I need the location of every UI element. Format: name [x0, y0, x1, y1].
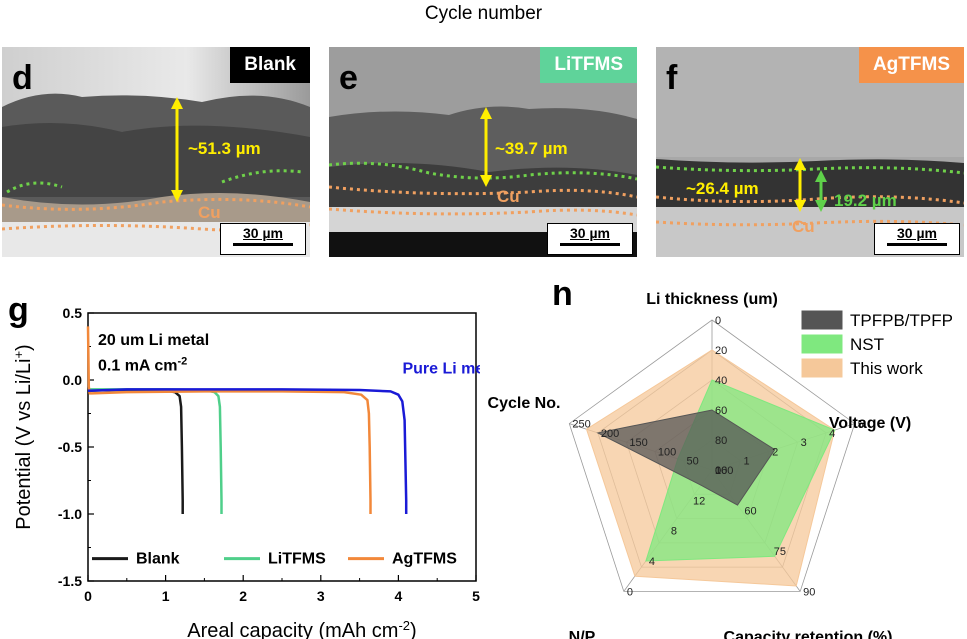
- x-tick-label: 3: [317, 588, 325, 604]
- panel-letter-f: f: [666, 59, 678, 97]
- radar-tick-label: 4: [829, 428, 835, 440]
- legend-swatch: [801, 358, 843, 378]
- measure-label-f2: 19.2 µm: [834, 191, 897, 210]
- radar-tick-label: 2: [772, 446, 778, 458]
- scalebar-f: 30 µm: [874, 223, 960, 255]
- scalebar-label: 30 µm: [897, 225, 937, 241]
- radar-tick-label: 40: [715, 375, 727, 387]
- radar-tick-label: 4: [649, 556, 655, 568]
- radar-tick-label: 100: [715, 465, 733, 477]
- cu-label-e: Cu: [497, 187, 520, 206]
- sem-panel-agtfms: AgTFMS f ~26.4 µm 19.2 µm Cu 30 µm: [656, 47, 964, 257]
- measure-label-f: ~26.4 µm: [686, 179, 759, 198]
- series-line-agtfms: [86, 326, 372, 514]
- y-tick-label: 0.5: [63, 305, 83, 321]
- series-line-blank: [87, 388, 184, 514]
- legend-label: NST: [850, 335, 884, 354]
- annotation-pure-li: Pure Li metal: [402, 360, 480, 377]
- series-line-pure-li-metal: [87, 388, 408, 514]
- legend-label: TPFPB/TPFP: [850, 311, 953, 330]
- legend-label: This work: [850, 359, 923, 378]
- panel-letter-d: d: [12, 59, 33, 97]
- radar-tick-label: 150: [629, 437, 647, 449]
- cu-label-f: Cu: [792, 217, 815, 236]
- scalebar-line: [560, 243, 620, 246]
- radar-tick-label: 60: [744, 505, 756, 517]
- radar-tick-label: 20: [715, 345, 727, 357]
- scalebar-e: 30 µm: [547, 223, 633, 255]
- radar-tick-label: 0: [715, 465, 721, 477]
- radar-axis-name: Li thickness (um): [646, 291, 778, 308]
- radar-tick-label: 3: [801, 437, 807, 449]
- y-tick-label: 0.0: [63, 372, 83, 388]
- radar-tick-label: 0: [715, 465, 721, 477]
- sem-panel-litfms: LiTFMS e ~39.7 µm Cu 30 µm: [329, 47, 637, 257]
- radar-axis-name: N/P: [569, 629, 596, 639]
- radar-tick-label: 0: [627, 586, 633, 598]
- x-tick-label: 2: [239, 588, 247, 604]
- x-tick-label: 1: [162, 588, 170, 604]
- legend-swatch: [801, 310, 843, 330]
- radar-tick-label: 16: [715, 465, 727, 477]
- radar-tick-label: 0: [715, 465, 721, 477]
- radar-axis-name: Cycle No.: [488, 395, 561, 412]
- x-tick-label: 0: [84, 588, 92, 604]
- scalebar-label: 30 µm: [570, 225, 610, 241]
- x-tick-label: 5: [472, 588, 480, 604]
- panel-letter-g: g: [8, 291, 29, 329]
- legend-swatch: [801, 334, 843, 354]
- radar-tick-label: 90: [803, 586, 815, 598]
- measure-label-e: ~39.7 µm: [495, 139, 568, 158]
- tag-agtfms: AgTFMS: [858, 47, 964, 83]
- radar-tick-label: 50: [686, 456, 698, 468]
- legend-label: Blank: [136, 551, 180, 568]
- legend-label: AgTFMS: [392, 551, 457, 568]
- radar-tick-label: 60: [715, 405, 727, 417]
- radar-tick-label: 12: [693, 495, 705, 507]
- radar-tick-label: 0: [715, 315, 721, 327]
- chart-h-radar: h020406080100012345060759016128400501001…: [488, 285, 953, 639]
- scalebar-d: 30 µm: [220, 223, 306, 255]
- radar-axis-name: Voltage (V): [829, 415, 911, 432]
- y-tick-label: -1.5: [58, 573, 82, 589]
- sem-image-litfms: [329, 47, 637, 257]
- series-line-litfms: [88, 388, 223, 514]
- legend-label: LiTFMS: [268, 551, 326, 568]
- radar-tick-label: 200: [601, 428, 619, 440]
- annotation-li-metal: 20 um Li metal: [98, 332, 209, 349]
- x-tick-label: 4: [395, 588, 403, 604]
- radar-grid-ring: [568, 319, 856, 592]
- panel-letter-h: h: [552, 285, 573, 313]
- radar-tick-label: 250: [572, 419, 590, 431]
- tag-blank: Blank: [230, 47, 310, 83]
- sem-panel-blank: Blank d ~51.3 µm Cu 30 µm: [2, 47, 310, 257]
- radar-tick-label: 75: [774, 546, 786, 558]
- radar-tick-label: 100: [658, 446, 676, 458]
- y-axis-label: Potential (V vs Li/Li+): [11, 344, 36, 529]
- plot-frame: [87, 312, 477, 582]
- scalebar-line: [233, 243, 293, 246]
- radar-series-tpfpb-tpfp: [596, 409, 776, 506]
- scalebar-line: [887, 243, 947, 246]
- radar-tick-label: 8: [671, 526, 677, 538]
- radar-tick-label: 80: [715, 435, 727, 447]
- y-tick-label: -1.0: [58, 506, 82, 522]
- y-tick-label: -0.5: [58, 439, 82, 455]
- radar-tick-label: 1: [744, 456, 750, 468]
- scalebar-label: 30 µm: [243, 225, 283, 241]
- annotation-current: 0.1 mA cm-2: [98, 356, 187, 375]
- tag-litfms: LiTFMS: [540, 47, 637, 83]
- measure-label-d: ~51.3 µm: [188, 139, 261, 158]
- x-axis-label: Areal capacity (mAh cm-2): [187, 618, 416, 639]
- radar-tick-label: 5: [858, 419, 864, 431]
- figure-caption: Cycle number: [424, 3, 543, 24]
- radar-axis-name: Capacity retention (%): [724, 629, 893, 639]
- cu-label-d: Cu: [198, 203, 221, 222]
- panel-letter-e: e: [339, 59, 358, 97]
